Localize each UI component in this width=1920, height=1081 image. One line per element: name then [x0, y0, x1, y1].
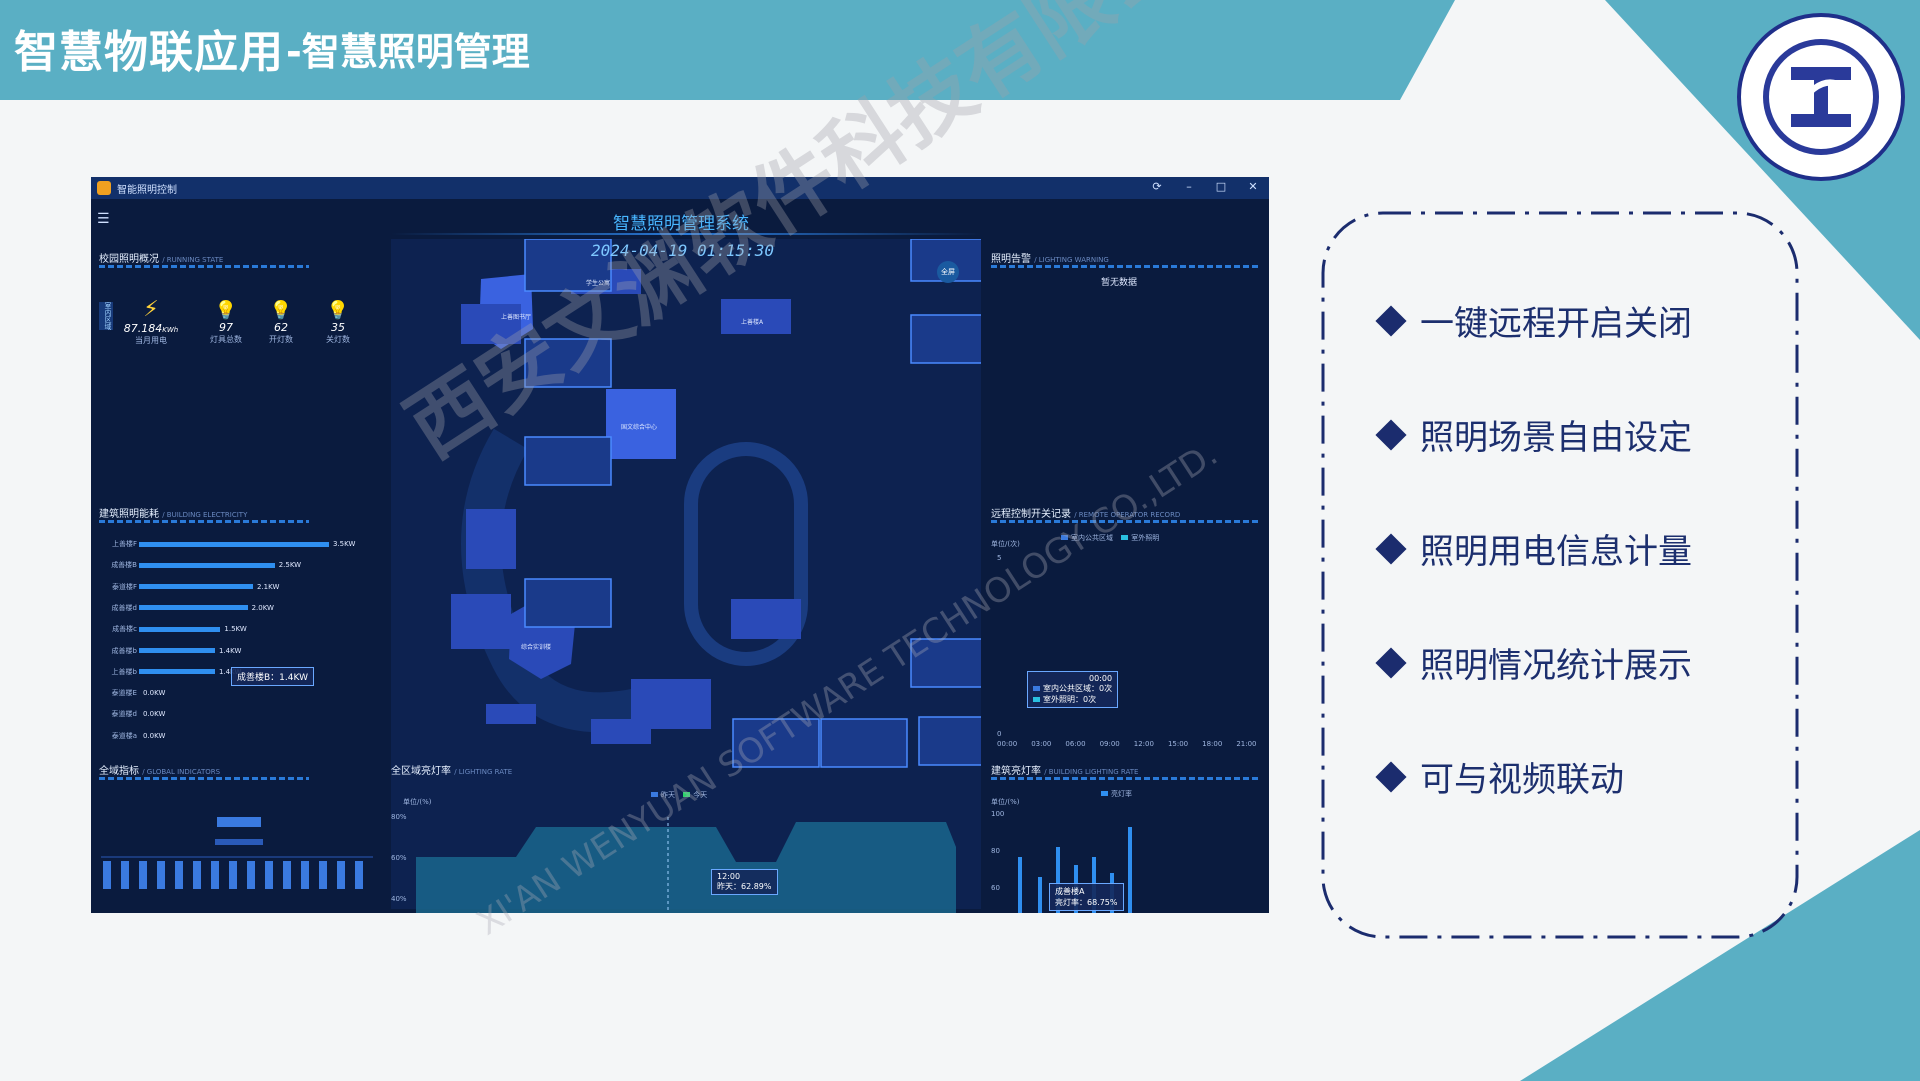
- electricity-bar-label: 成善楼b: [111, 646, 137, 655]
- building-electricity-title: 建筑照明能耗 / BUILDING ELECTRICITY: [99, 509, 248, 520]
- diamond-icon: [1375, 646, 1407, 679]
- school-logo-icon: [1737, 13, 1905, 181]
- running-state-title: 校园照明概况 / RUNNING STATE: [99, 254, 224, 265]
- electricity-bar-value: 1.5KW: [224, 625, 247, 634]
- stat-lamps-off: 💡 35 关灯数: [318, 300, 358, 345]
- bulb-on-icon: 💡: [269, 300, 293, 321]
- feature-item: 照明用电信息计量: [1375, 524, 1692, 573]
- stat-monthly-power: ⚡ 87.184KWh 当月用电: [121, 297, 181, 346]
- region-tab[interactable]: 室内区域: [99, 302, 113, 330]
- electricity-bar-value: 0.0KW: [143, 731, 166, 740]
- current-datetime: 2024-04-19 01:15:30: [591, 241, 775, 260]
- electricity-bar-row: 上善楼b 1.4KW: [99, 667, 242, 677]
- electricity-bar-label: 泰道楼E: [111, 689, 137, 698]
- electricity-bar: [139, 584, 253, 590]
- map-building-center: [606, 389, 676, 459]
- global-indicators-graphic: [101, 817, 373, 889]
- fullscreen-button[interactable]: 全屏: [937, 261, 959, 283]
- electricity-bar-row: 泰道楼d 0.0KW: [99, 709, 166, 719]
- feature-item: 照明场景自由设定: [1375, 410, 1692, 459]
- menu-icon[interactable]: ☰: [97, 211, 110, 227]
- campus-map[interactable]: 上善图书厅 学生公寓 国文综合中心 综合实训楼 上善楼A: [391, 239, 981, 909]
- electricity-bar: [139, 648, 215, 653]
- minimize-button[interactable]: –: [1186, 180, 1192, 193]
- global-indicators-title: 全域指标 / GLOBAL INDICATORS: [99, 766, 221, 777]
- electricity-bar-label: 泰道楼F: [111, 582, 137, 591]
- slide-title-sub: -智慧照明管理: [286, 29, 530, 74]
- remote-record-title: 远程控制开关记录 / REMOTE OPERATOR RECORD: [991, 509, 1181, 520]
- bulb-icon: 💡: [214, 300, 238, 321]
- svg-text:上善图书厅: 上善图书厅: [501, 313, 531, 321]
- electricity-bar-row: 成善楼b 1.4KW: [99, 646, 242, 656]
- electricity-bar-label: 成善楼B: [111, 561, 137, 570]
- close-button[interactable]: ✕: [1248, 180, 1258, 193]
- feature-item: 可与视频联动: [1375, 752, 1624, 801]
- lighting-warning-title: 照明告警 / LIGHTING WARNING: [991, 254, 1109, 265]
- remote-record-legend: 室内公共区域 室外照明: [1061, 533, 1159, 543]
- electricity-bar-value: 2.5KW: [278, 561, 302, 570]
- electricity-bar-row: 泰道楼F 2.1KW: [99, 582, 279, 592]
- lighting-rate-area-chart: [416, 817, 956, 913]
- electricity-bar-label: 上善楼F: [111, 540, 137, 548]
- bulb-off-icon: 💡: [326, 300, 350, 321]
- svg-text:综合实训楼: 综合实训楼: [521, 643, 551, 651]
- electricity-bar-label: 泰道楼a: [111, 731, 137, 740]
- stat-total-lamps: 💡 97 灯具总数: [206, 300, 246, 345]
- electricity-bar-value: 3.5KW: [333, 540, 356, 548]
- electricity-bar-row: 泰道楼E 0.0KW: [99, 688, 166, 698]
- diamond-icon: [1375, 760, 1407, 793]
- electricity-tooltip: 成善楼B：1.4KW: [231, 667, 314, 686]
- lighting-rate-title: 全区域亮灯率 / LIGHTING RATE: [391, 766, 513, 777]
- svg-text:学生公寓: 学生公寓: [586, 279, 610, 287]
- window-titlebar: 智能照明控制 ⟳ – □ ✕: [91, 177, 1269, 199]
- electricity-bar: [139, 562, 275, 568]
- electricity-bar-label: 成善楼c: [112, 625, 137, 634]
- diamond-icon: [1375, 418, 1407, 451]
- diamond-icon: [1375, 304, 1407, 337]
- app-icon: [97, 181, 111, 195]
- electricity-bar-label: 成善楼d: [111, 603, 137, 612]
- building-rate-tooltip: 成善楼A 亮灯率：68.75%: [1049, 883, 1124, 911]
- maximize-button[interactable]: □: [1215, 180, 1227, 193]
- electricity-bar-row: 成善楼B 2.5KW: [99, 560, 301, 570]
- electricity-bar: [139, 669, 215, 675]
- electricity-bar: [139, 626, 221, 632]
- electricity-bar-row: 泰道楼a 0.0KW: [99, 731, 166, 741]
- electricity-bar-value: 0.0KW: [143, 710, 166, 719]
- building-rate-legend: 亮灯率: [1101, 789, 1132, 799]
- slide-title: 智慧物联应用 -智慧照明管理: [0, 0, 530, 96]
- app-window: 智能照明控制 ⟳ – □ ✕ ☰ 智慧照明管理系统: [91, 177, 1269, 913]
- electricity-bar-label: 上善楼b: [111, 667, 137, 676]
- warning-empty-text: 暂无数据: [1101, 278, 1138, 288]
- electricity-bar: [139, 605, 248, 611]
- electricity-bar: [139, 541, 329, 547]
- lighting-rate-legend: 昨天 今天: [651, 790, 707, 800]
- electricity-bar-row: 成善楼d 2.0KW: [99, 603, 274, 613]
- lightning-icon: ⚡: [143, 297, 159, 322]
- stat-lamps-on: 💡 62 开灯数: [261, 300, 301, 345]
- lighting-rate-tooltip: 12:00 昨天：62.89%: [711, 869, 778, 895]
- electricity-bar-row: 上善楼F 3.5KW: [99, 539, 355, 549]
- diamond-icon: [1375, 532, 1407, 565]
- svg-text:上善楼A: 上善楼A: [741, 318, 764, 326]
- title-divider: [391, 233, 981, 235]
- system-title: 智慧照明管理系统: [613, 214, 749, 234]
- electricity-bar-value: 2.0KW: [251, 603, 274, 612]
- refresh-button[interactable]: ⟳: [1152, 180, 1162, 193]
- building-rate-title: 建筑亮灯率 / BUILDING LIGHTING RATE: [991, 766, 1139, 777]
- features-box: [1321, 211, 1799, 939]
- electricity-bar-value: 0.0KW: [143, 689, 166, 698]
- electricity-bar-value: 1.4KW: [219, 646, 242, 655]
- electricity-bar-row: 成善楼c 1.5KW: [99, 624, 247, 634]
- feature-item: 一键远程开启关闭: [1375, 296, 1692, 345]
- window-title: 智能照明控制: [117, 184, 177, 196]
- electricity-bar-label: 泰道楼d: [111, 710, 137, 719]
- feature-item: 照明情况统计展示: [1375, 638, 1692, 687]
- electricity-bar-value: 1.4KW: [219, 668, 241, 676]
- slide-title-main: 智慧物联应用: [14, 27, 284, 78]
- svg-text:国文综合中心: 国文综合中心: [621, 423, 657, 431]
- electricity-bar-value: 2.1KW: [257, 582, 280, 591]
- remote-record-tooltip: 00:00 室内公共区域：0次 室外照明：0次: [1027, 671, 1119, 708]
